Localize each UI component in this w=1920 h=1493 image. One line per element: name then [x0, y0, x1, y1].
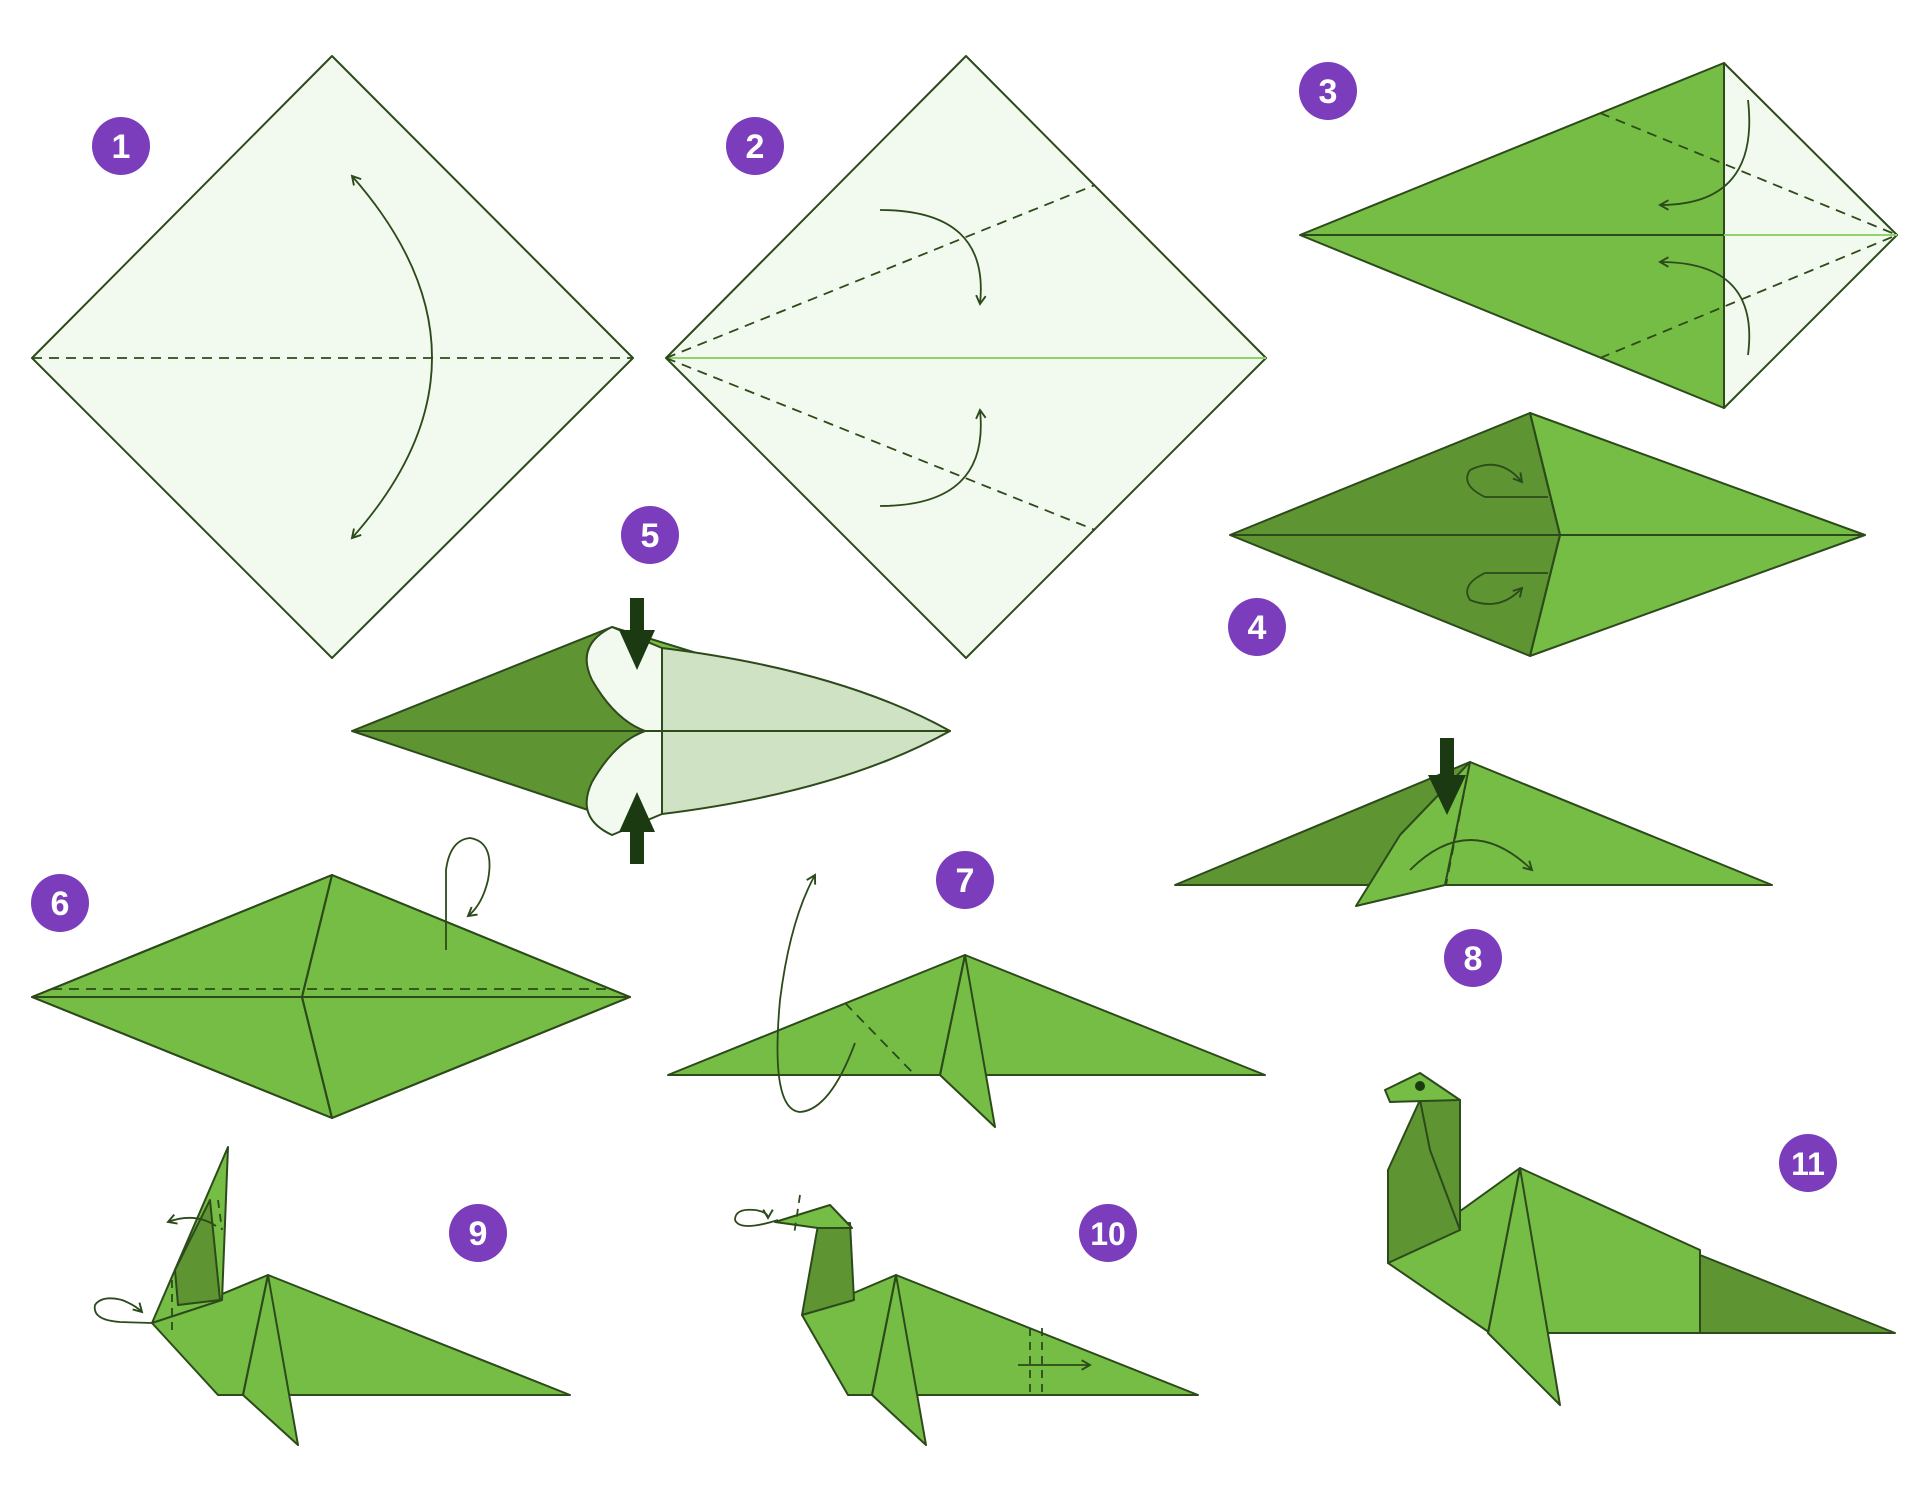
fold-line-dashed: [793, 1194, 801, 1236]
push-arrow-down: [1428, 738, 1466, 815]
step-badge-6: 6: [31, 874, 89, 932]
eye: [1415, 1081, 1425, 1091]
fold-arrow-right: [1409, 839, 1534, 872]
neck-dark: [801, 1222, 855, 1316]
fold-line-dashed: [1599, 234, 1898, 359]
step-number: 6: [51, 885, 70, 923]
flip-arrow: [1466, 572, 1548, 605]
inner-edge: [1529, 412, 1561, 536]
body: [1387, 1167, 1701, 1334]
step-badges: 1 2 3 4 5 6 7 8: [31, 62, 1837, 1262]
step-number: 8: [1464, 940, 1483, 978]
step-badge-7: 7: [936, 851, 994, 909]
fold-line-dashed: [1599, 112, 1898, 236]
fold-arrow-down: [879, 209, 987, 306]
step-11-figure: [1384, 1072, 1896, 1406]
step-4-figure: [1229, 412, 1866, 657]
fold-arrow-up: [879, 408, 987, 507]
pale-inner-bottom: [659, 730, 951, 815]
step-number: 1: [112, 128, 131, 166]
fold-arrow-in: [1658, 99, 1751, 211]
step-number: 3: [1319, 73, 1338, 111]
paper-square: [31, 55, 634, 659]
step-badge-9: 9: [449, 1204, 507, 1262]
neck-dark: [174, 1199, 221, 1306]
step-badge-5: 5: [621, 506, 679, 564]
step-badge-1: 1: [92, 117, 150, 175]
right-section: [301, 874, 631, 998]
step-badge-11: 11: [1779, 1134, 1837, 1192]
pale-inner-top: [659, 647, 951, 732]
inner-edge: [871, 1274, 897, 1396]
step-10-figure: [734, 1194, 1199, 1446]
step-number: 9: [469, 1215, 488, 1253]
step-9-figure: [93, 1146, 571, 1446]
fold-line-dashed: [1445, 761, 1471, 886]
flip-arrow: [1466, 463, 1548, 498]
fold-line-dashed: [665, 357, 1096, 531]
step-badge-8: 8: [1444, 929, 1502, 987]
body-right: [947, 954, 1266, 1076]
light-body: [1444, 761, 1773, 886]
step-badge-2: 2: [726, 117, 784, 175]
step-number: 7: [956, 862, 975, 900]
step-1-figure: [31, 55, 634, 659]
inner-edge: [242, 1274, 269, 1396]
step-2-figure: [665, 55, 1267, 659]
reverse-arrow: [166, 1213, 217, 1227]
step-number: 4: [1248, 609, 1267, 647]
head: [774, 1204, 853, 1229]
inner-edge: [301, 874, 333, 998]
step-6-figure: [31, 837, 631, 1119]
tail-dark: [1699, 1254, 1896, 1334]
fold-arrow-double: [350, 174, 433, 540]
step-badge-4: 4: [1228, 598, 1286, 656]
push-arrow-up: [619, 792, 655, 864]
fold-line-dashed: [217, 1199, 223, 1231]
right-section-bottom: [301, 996, 631, 1119]
reverse-arrow: [93, 1297, 153, 1324]
step-7-figure: [667, 873, 1266, 1128]
push-arrow-down: [619, 598, 655, 670]
inner-edge: [1487, 1167, 1521, 1334]
step-5-figure: [351, 598, 951, 864]
fold-arrow-up: [776, 873, 856, 1113]
fold-behind-arrow: [445, 837, 491, 950]
inner-edge: [939, 954, 966, 1076]
body: [801, 1274, 1199, 1396]
step-number: 10: [1090, 1216, 1126, 1252]
reverse-arrow: [734, 1208, 779, 1227]
fold-line-dashed: [665, 184, 1096, 359]
step-3-figure: [1299, 62, 1898, 409]
body-left: [667, 954, 966, 1076]
step-badge-10: 10: [1079, 1204, 1137, 1262]
step-badge-3: 3: [1299, 62, 1357, 120]
step-number: 5: [641, 517, 660, 555]
step-number: 2: [746, 128, 765, 166]
inner-edge: [301, 996, 333, 1119]
fold-arrow-in: [1658, 256, 1751, 356]
inner-edge: [1529, 534, 1561, 657]
step-8-figure: [1174, 738, 1773, 907]
step-number: 11: [1791, 1146, 1825, 1182]
